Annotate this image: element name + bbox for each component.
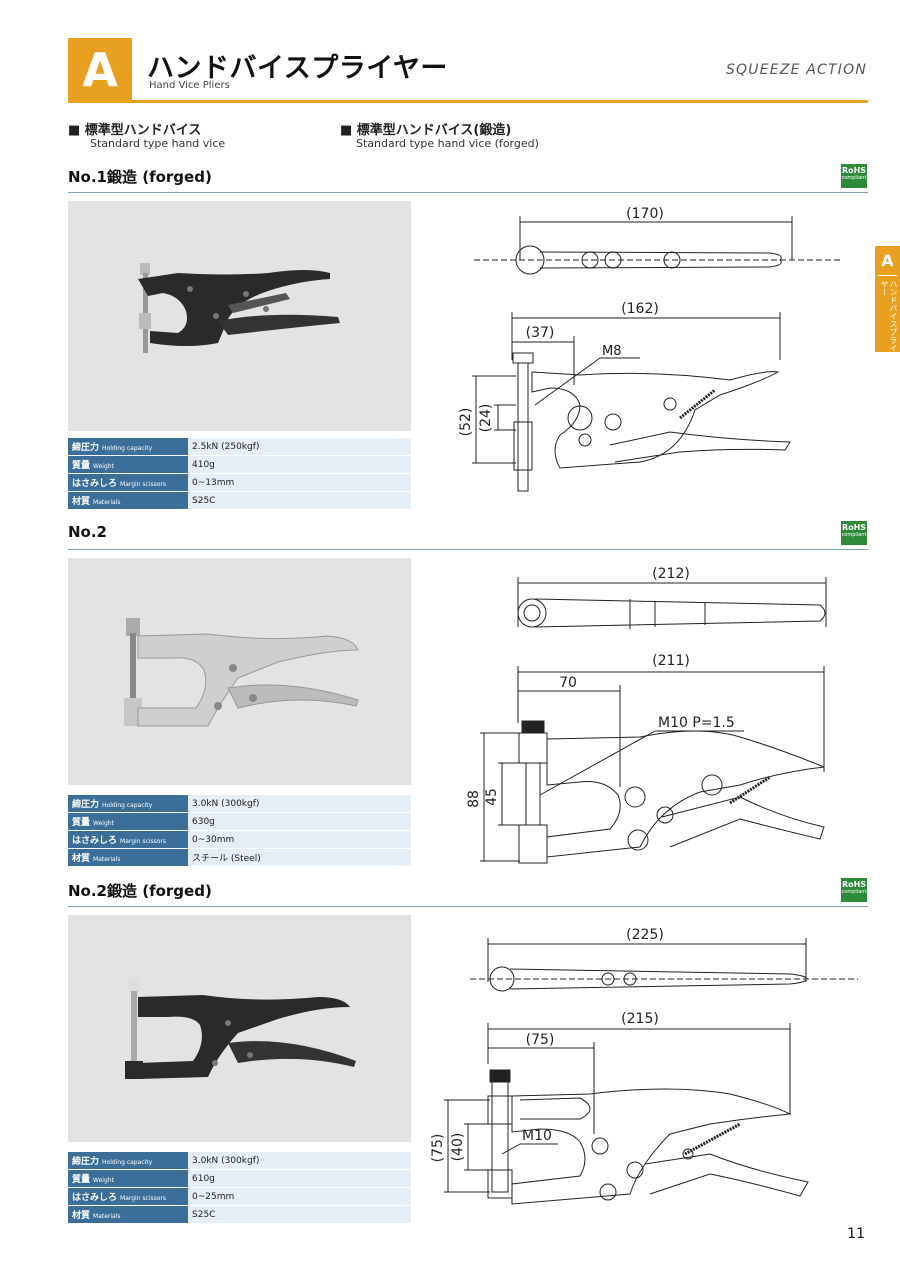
technical-drawing-no2: (212) (211) 70 M10 P=1.5 88 45 <box>466 566 827 864</box>
dim-jaw: (75) <box>526 1032 555 1048</box>
side-index-tab[interactable]: A ハンドバイスプライヤー <box>875 246 900 352</box>
dim-jaw: 70 <box>559 675 577 691</box>
technical-drawing-no2-forged: (225) (215) (75) M10 (75) (40) <box>430 927 858 1205</box>
pliers-photo-no2 <box>124 618 359 727</box>
page-title: ハンドバイスプライヤー <box>147 53 448 84</box>
dim-height-outer: (75) <box>430 1134 446 1163</box>
dim-height-inner: (24) <box>478 404 494 433</box>
side-tab-letter: A <box>881 251 894 270</box>
dim-thread: M10 P=1.5 <box>658 715 735 731</box>
brand-label: SQUEEZE ACTION <box>725 62 867 78</box>
pliers-photo-no2-forged <box>125 977 356 1079</box>
dim-side-length: (215) <box>621 1011 659 1027</box>
dim-height-outer: 88 <box>466 790 482 808</box>
side-tab-text: ハンドバイスプライヤー <box>880 280 898 352</box>
pliers-photo-no1 <box>138 263 340 353</box>
dim-side-length: (211) <box>652 653 690 669</box>
section-title-no2: No.2 <box>68 523 107 541</box>
section-title-no2-forged: No.2鍛造 (forged) <box>68 882 212 900</box>
page-subtitle: Hand Vice Pliers <box>149 80 230 91</box>
dim-height-inner: (40) <box>450 1133 466 1162</box>
section-rule <box>68 549 868 550</box>
dim-top-length: (170) <box>626 206 664 222</box>
dim-thread: M10 <box>522 1128 552 1144</box>
dim-height-inner: 45 <box>484 788 500 806</box>
page-number: 11 <box>847 1226 865 1242</box>
product-photo-no1 <box>68 201 411 431</box>
product-photo-no2 <box>68 558 411 785</box>
category-forged: ■ 標準型ハンドバイス(鍛造) <box>340 123 512 138</box>
header-rule <box>68 100 868 103</box>
category-standard-sub: Standard type hand vice <box>90 137 226 150</box>
category-standard: ■ 標準型ハンドバイス <box>68 123 202 138</box>
section-rule <box>68 906 868 907</box>
technical-drawing-no1: (170) (162) (37) M8 (52) (24) <box>458 206 840 492</box>
section-badge: A <box>68 38 132 102</box>
dim-side-length: (162) <box>621 301 659 317</box>
dim-height-outer: (52) <box>458 408 474 437</box>
category-forged-sub: Standard type hand vice (forged) <box>356 137 539 150</box>
product-photo-no2-forged <box>68 915 411 1142</box>
section-title-no1-forged: No.1鍛造 (forged) <box>68 168 212 186</box>
section-rule <box>68 192 868 193</box>
dim-jaw: (37) <box>526 325 555 341</box>
dim-thread: M8 <box>602 344 622 359</box>
dim-top-length: (212) <box>652 566 690 582</box>
dim-top-length: (225) <box>626 927 664 943</box>
